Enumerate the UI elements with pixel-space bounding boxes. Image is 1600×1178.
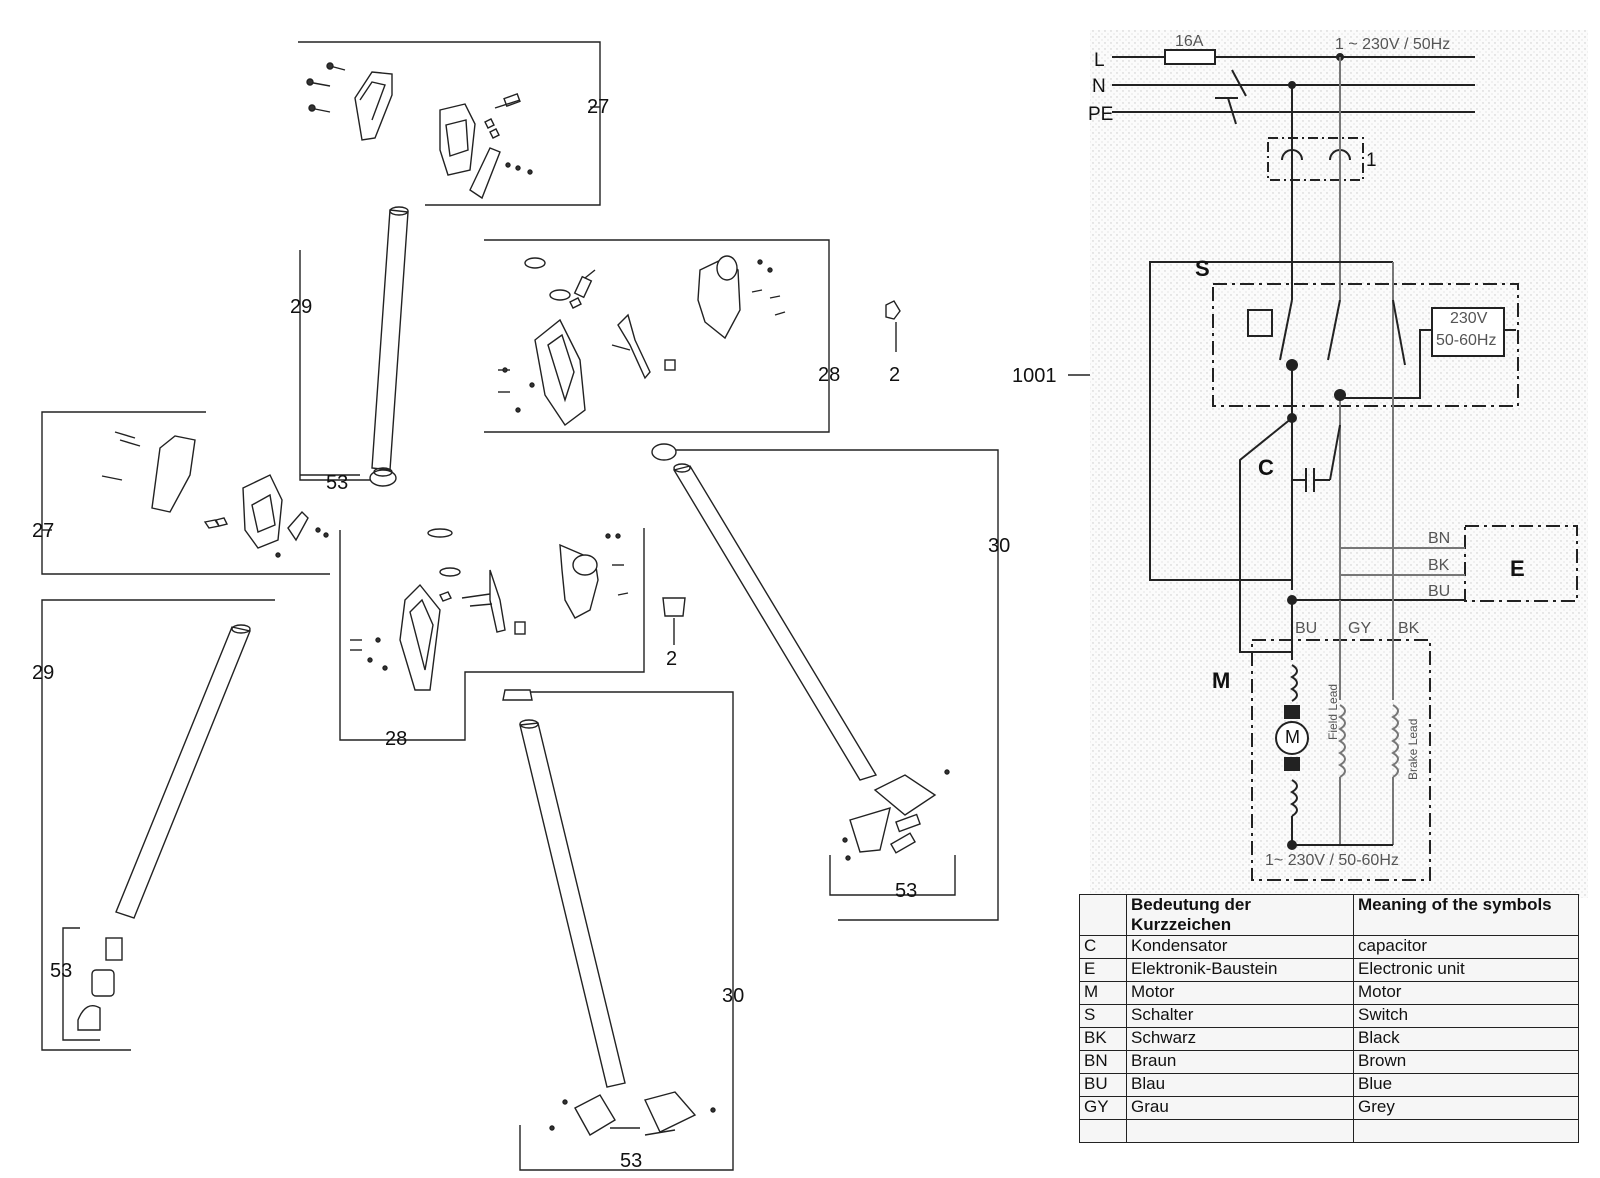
legend-en: Blue xyxy=(1353,1073,1579,1097)
legend-en: Switch xyxy=(1353,1004,1579,1028)
callout-53-right: 53 xyxy=(895,880,918,902)
group-28-middle xyxy=(339,528,645,741)
callout-53-bottom: 53 xyxy=(620,1150,643,1172)
callout-53-top: 53 xyxy=(326,472,349,494)
wire-bu-label: BU xyxy=(1428,583,1451,600)
motor-symbol-circle xyxy=(1275,721,1309,755)
legend-en: Black xyxy=(1353,1027,1579,1051)
fuse-symbol xyxy=(1164,49,1216,65)
plug-ref-label: 1 xyxy=(1366,150,1377,171)
legend-empty-cell xyxy=(1353,1119,1579,1143)
legend-de: Grau xyxy=(1126,1096,1354,1120)
part-2-middle xyxy=(662,597,686,645)
legend-de: Schalter xyxy=(1126,1004,1354,1028)
line-n-label: N xyxy=(1092,76,1106,97)
callout-29-left: 29 xyxy=(32,662,55,684)
legend-header-row: Bedeutung der Kurzzeichen Meaning of the… xyxy=(1079,894,1579,936)
legend-code: E xyxy=(1079,958,1127,982)
legend-en: capacitor xyxy=(1353,935,1579,959)
legend-en: Brown xyxy=(1353,1050,1579,1074)
supply-label: 1 ~ 230V / 50Hz xyxy=(1335,36,1451,53)
motor-bk-label: BK xyxy=(1398,620,1420,637)
wire-bn-label: BN xyxy=(1428,530,1451,547)
legend-de: Braun xyxy=(1126,1050,1354,1074)
callout-30-middle: 30 xyxy=(722,985,745,1007)
group-27-top xyxy=(298,41,601,206)
unit-e-label: E xyxy=(1510,556,1525,581)
legend-code: S xyxy=(1079,1004,1127,1028)
motor-rating-label: 1~ 230V / 50-60Hz xyxy=(1265,852,1399,869)
callout-2-top: 2 xyxy=(889,364,901,386)
legend-empty-cell xyxy=(1126,1119,1354,1143)
callout-29-top: 29 xyxy=(290,296,313,318)
legend-de: Kondensator xyxy=(1126,935,1354,959)
wire-bk-label: BK xyxy=(1428,557,1450,574)
legend-de: Elektronik-Baustein xyxy=(1126,958,1354,982)
legend-header-en: Meaning of the symbols xyxy=(1353,894,1579,936)
legend-row-empty xyxy=(1079,1119,1579,1143)
callout-28-middle: 28 xyxy=(385,728,408,750)
field-lead-label: Field Lead xyxy=(1326,683,1340,740)
callout-27-top: 27 xyxy=(587,96,610,118)
legend-code: GY xyxy=(1079,1096,1127,1120)
legend-de: Motor xyxy=(1126,981,1354,1005)
group-27-left xyxy=(41,411,330,575)
legend-code: BN xyxy=(1079,1050,1127,1074)
callout-2-middle: 2 xyxy=(666,648,678,670)
motor-symbol-letter: M xyxy=(1285,727,1300,747)
callout-30-right: 30 xyxy=(988,535,1011,557)
callout-28-top: 28 xyxy=(818,364,841,386)
tube-30-right xyxy=(651,443,999,921)
capacitor-c-label: C xyxy=(1258,455,1274,480)
part-2-top xyxy=(885,300,901,352)
line-l-label: L xyxy=(1094,50,1105,71)
line-pe-label: PE xyxy=(1088,104,1114,125)
callout-27-left: 27 xyxy=(32,520,55,542)
electronics-rating-1: 230V xyxy=(1450,310,1488,327)
tube-29-top xyxy=(299,206,409,487)
motor-bu-label: BU xyxy=(1295,620,1318,637)
electronics-rating-2: 50-60Hz xyxy=(1436,332,1497,349)
legend-code: M xyxy=(1079,981,1127,1005)
fuse-label: 16A xyxy=(1175,33,1204,50)
legend-en: Electronic unit xyxy=(1353,958,1579,982)
legend-code: BK xyxy=(1079,1027,1127,1051)
legend-de: Schwarz xyxy=(1126,1027,1354,1051)
wiring-diagram xyxy=(1090,30,1588,898)
tube-30-middle xyxy=(502,689,734,1171)
parts-drawing xyxy=(41,41,1115,1171)
legend-empty-cell xyxy=(1079,1119,1127,1143)
legend-header-de: Bedeutung der Kurzzeichen xyxy=(1126,894,1354,936)
group-28-top xyxy=(484,239,830,433)
legend-en: Motor xyxy=(1353,981,1579,1005)
switch-s-label: S xyxy=(1195,256,1210,281)
legend-en: Grey xyxy=(1353,1096,1579,1120)
tube-29-left xyxy=(41,599,275,1051)
legend-code: BU xyxy=(1079,1073,1127,1097)
legend-de: Blau xyxy=(1126,1073,1354,1097)
callout-1001: 1001 xyxy=(1012,365,1057,387)
callout-53-left: 53 xyxy=(50,960,73,982)
symbol-legend-table: Bedeutung der Kurzzeichen Meaning of the… xyxy=(1079,894,1579,1143)
legend-header-code xyxy=(1079,894,1127,936)
brake-lead-label: Brake Lead xyxy=(1406,718,1420,780)
legend-code: C xyxy=(1079,935,1127,959)
motor-m-label: M xyxy=(1212,668,1231,693)
motor-gy-label: GY xyxy=(1348,620,1372,637)
